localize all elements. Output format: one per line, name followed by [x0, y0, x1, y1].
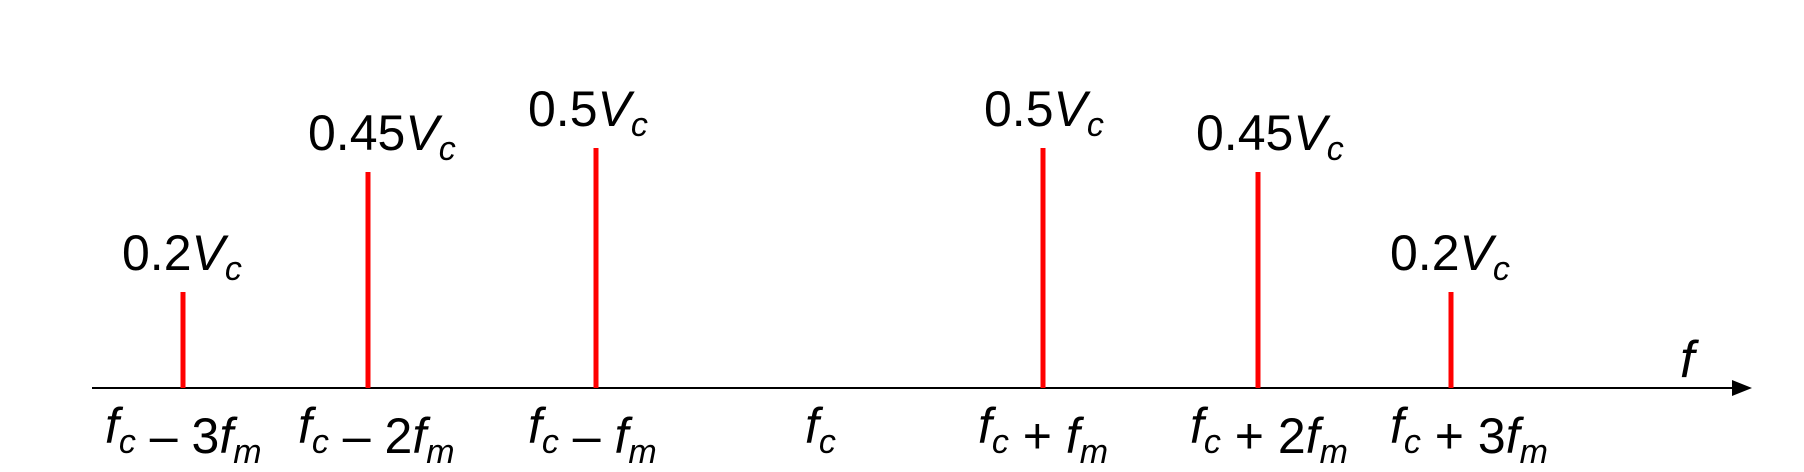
- spectral-lines: 0.2Vc fc – 3fm 0.45Vc fc – 2fm 0.5Vc fc – fm f…: [105, 81, 1548, 471]
- tick-label-fc: fc: [805, 398, 836, 461]
- axis-arrowhead: [1732, 380, 1752, 396]
- amplitude-label-fc+fm: 0.5Vc: [984, 81, 1104, 144]
- amplitude-label-fc-3fm: 0.2Vc: [122, 225, 242, 288]
- tick-label-fc+2fm: fc + 2fm: [1190, 398, 1348, 471]
- amplitude-label-fc+3fm: 0.2Vc: [1390, 225, 1510, 288]
- tick-label-fc-2fm: fc – 2fm: [298, 398, 455, 471]
- tick-label-fc-fm: fc – fm: [528, 398, 657, 471]
- amplitude-label-fc-2fm: 0.45Vc: [308, 105, 456, 168]
- tick-label-fc+3fm: fc + 3fm: [1390, 398, 1548, 471]
- tick-label-fc-3fm: fc – 3fm: [105, 398, 262, 471]
- amplitude-label-fc-fm: 0.5Vc: [528, 81, 648, 144]
- tick-label-fc+fm: fc + fm: [978, 398, 1108, 471]
- axis-label: f: [1680, 331, 1699, 389]
- amplitude-label-fc+2fm: 0.45Vc: [1196, 105, 1344, 168]
